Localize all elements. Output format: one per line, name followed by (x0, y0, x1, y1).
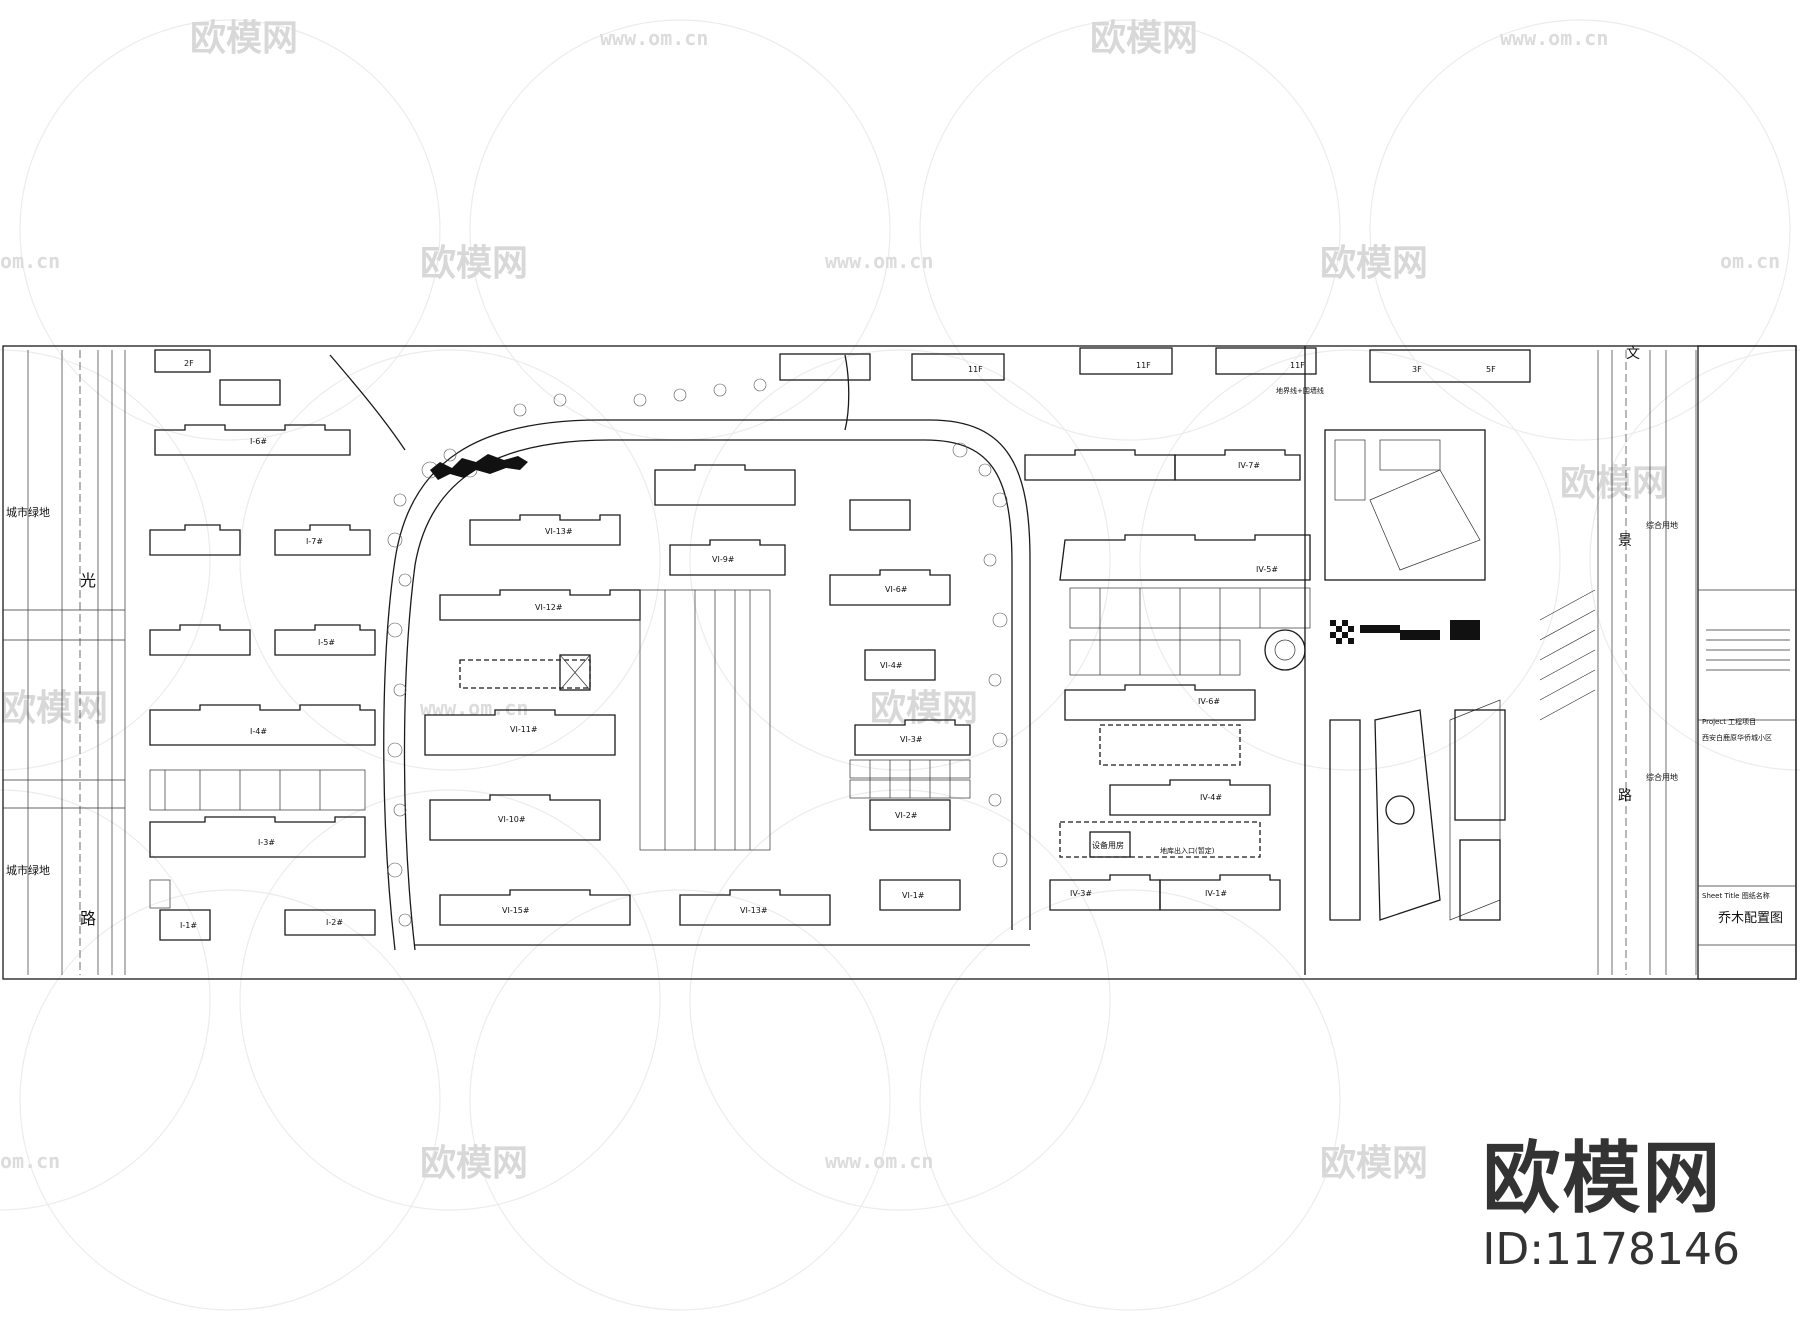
sheet-label: Sheet Title 图纸名称 (1702, 891, 1770, 900)
equipment-room-label: 设备用房 (1092, 840, 1124, 850)
rock-garden (430, 454, 528, 480)
block-label: VI-10# (498, 815, 526, 824)
watermark-brand: 欧模网 (1320, 1143, 1428, 1184)
legend-lines (1706, 629, 1790, 671)
underground-label: 地库出入口(暂定) (1160, 846, 1215, 855)
watermark-brand: 欧模网 (1560, 463, 1668, 504)
north-buildings: 2F 11F 11F 11F 地界线+围墙线 3F 5F (154, 347, 1531, 406)
watermark-url: www.om.cn (825, 1149, 933, 1173)
block-label: VI-13# (545, 527, 573, 536)
block-label: VI-13# (740, 906, 768, 915)
brand-block: 欧模网 ID:1178146 (1482, 1140, 1740, 1275)
zone-i-buildings: I-6# I-7# I-5# I-4# I-3# I-2# I-1# (149, 424, 376, 941)
land-use-label: 综合用地 (1646, 520, 1678, 530)
watermark-url: www.om.cn (420, 696, 528, 720)
block-label: VI-9# (712, 555, 735, 564)
building-floor-label: 11F (1136, 361, 1151, 370)
left-road: 城市绿地 城市绿地 光 路 (3, 350, 126, 975)
green-label-bottom: 城市绿地 (6, 863, 50, 877)
plant-schedule-table (639, 589, 771, 851)
block-label: I-2# (326, 918, 343, 927)
road-name-char: 光 (80, 571, 96, 590)
block-label: VI-4# (880, 661, 903, 670)
block-label: I-3# (258, 838, 275, 847)
watermark-url: www.om.cn (825, 249, 933, 273)
building-floor-label: 11F (1290, 361, 1305, 370)
watermark-brand: 欧模网 (420, 1143, 528, 1184)
block-label: I-5# (318, 638, 335, 647)
brand-name: 欧模网 (1482, 1134, 1723, 1224)
watermark-brand: 欧模网 (0, 688, 108, 729)
block-label: VI-15# (502, 906, 530, 915)
watermark-brand: 欧模网 (420, 243, 528, 284)
road-name-char: 文 (1626, 346, 1640, 362)
diagonal-hatch (1539, 589, 1596, 721)
block-label: IV-7# (1238, 461, 1260, 470)
watermark-url: om.cn (1720, 249, 1780, 273)
road-name-char: 路 (1618, 788, 1632, 804)
block-label: I-4# (250, 727, 267, 736)
building-floor-label: 2F (184, 359, 194, 368)
land-use-label: 综合用地 (1646, 772, 1678, 782)
block-label: IV-3# (1070, 889, 1092, 898)
landscape-vegetation (387, 378, 1008, 927)
watermark-arcs (0, 19, 1800, 1311)
zone-vi-buildings: VI-13# VI-12# VI-11# VI-10# VI-15# VI-9#… (424, 464, 971, 926)
watermark-brand: 欧模网 (1320, 243, 1428, 284)
block-label: I-6# (250, 437, 267, 446)
parking-rows (849, 759, 971, 799)
block-label: IV-6# (1198, 697, 1220, 706)
block-label: VI-1# (902, 891, 925, 900)
project-name: 西安白鹿原华侨城小区 (1702, 733, 1772, 742)
brand-id: ID:1178146 (1482, 1224, 1740, 1275)
watermark-url: www.om.cn (1500, 26, 1608, 50)
block-label: VI-6# (885, 585, 908, 594)
watermark-brand: 欧模网 (190, 18, 298, 59)
watermark-brand: 欧模网 (870, 688, 978, 729)
block-label: VI-12# (535, 603, 563, 612)
title-block: Project 工程项目 西安白鹿原华侨城小区 Sheet Title 图纸名称… (1697, 345, 1797, 980)
sheet-name: 乔木配置图 (1718, 911, 1783, 926)
green-label-top: 城市绿地 (6, 505, 50, 519)
building-floor-label: 11F (968, 365, 983, 374)
building-floor-label: 5F (1486, 365, 1496, 374)
block-label: VI-11# (510, 725, 538, 734)
block-label: I-1# (180, 921, 197, 930)
zone-iv-buildings: IV-7# IV-5# IV-6# IV-4# 设备用房 地库出入口(暂定) I… (1024, 346, 1311, 975)
right-road: 文 景 路 综合用地 综合用地 (1539, 346, 1697, 975)
block-label: IV-1# (1205, 889, 1227, 898)
road-name-char: 路 (80, 909, 96, 928)
watermark-url: om.cn (0, 1149, 60, 1173)
block-label: I-7# (306, 537, 323, 546)
project-label: Project 工程项目 (1702, 717, 1756, 726)
commercial-zone (1324, 429, 1506, 921)
road-name-char: 景 (1618, 533, 1632, 549)
north-boundary-note: 地界线+围墙线 (1276, 386, 1324, 395)
watermark-brand: 欧模网 (1090, 18, 1198, 59)
watermark-layer: 欧模网 www.om.cn 欧模网 www.om.cn om.cn 欧模网 ww… (0, 18, 1780, 1184)
block-label: IV-5# (1256, 565, 1278, 574)
block-label: VI-3# (900, 735, 923, 744)
watermark-url: om.cn (0, 249, 60, 273)
block-label: VI-2# (895, 811, 918, 820)
watermark-url: www.om.cn (600, 26, 708, 50)
block-label: IV-4# (1200, 793, 1222, 802)
checker-pattern (1330, 620, 1480, 644)
ring-road (329, 354, 1031, 951)
building-floor-label: 3F (1412, 365, 1422, 374)
